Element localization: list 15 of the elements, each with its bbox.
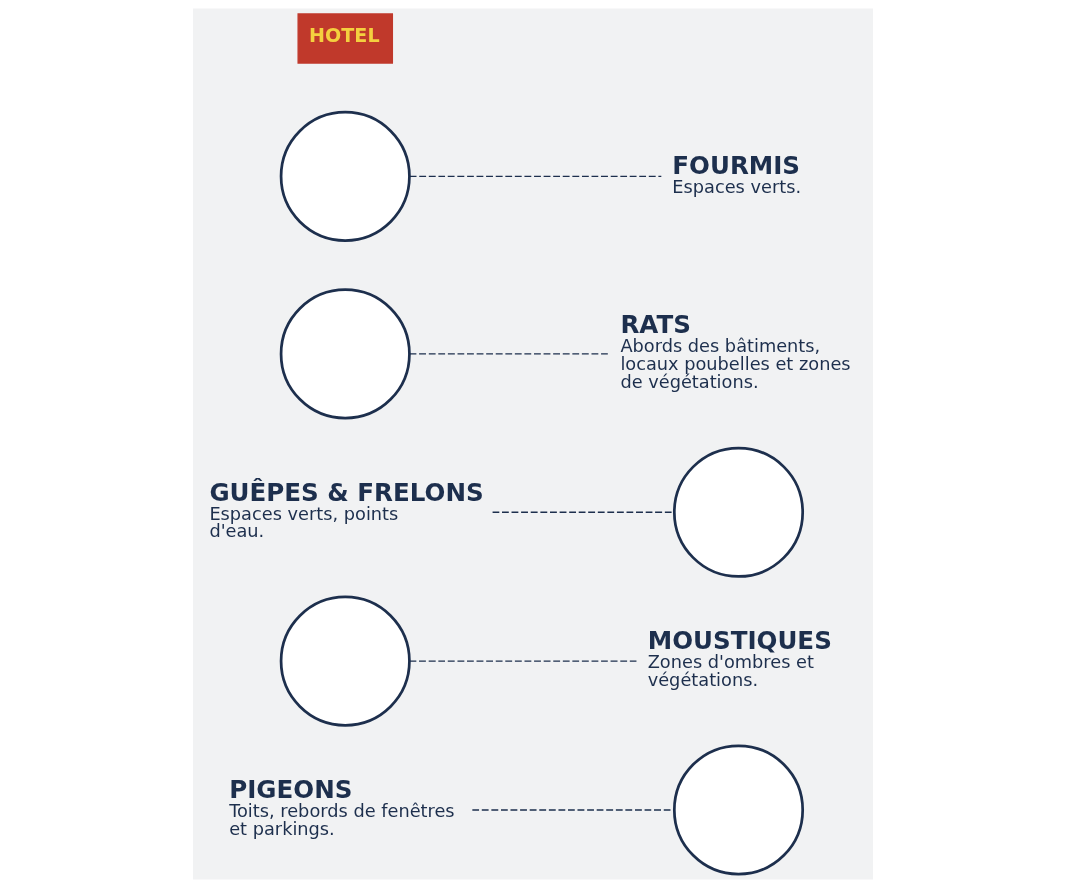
node-circle xyxy=(279,288,411,420)
connector xyxy=(409,353,610,355)
connector xyxy=(491,511,675,513)
node-circle xyxy=(672,744,805,876)
node-text: PIGEONS Toits, rebords de fenêtres et parkings. xyxy=(229,775,455,840)
node-circle xyxy=(279,595,411,727)
node-text: RATS Abords des bâtiments, locaux poubelles et zones de végétations. xyxy=(620,310,851,392)
node-circle xyxy=(279,110,411,242)
node-text: GUÊPES & FRELONS Espaces verts, points d'eau. xyxy=(209,477,484,542)
node-circle xyxy=(672,446,805,578)
node-text: MOUSTIQUES Zones d'ombres et végétations. xyxy=(647,626,832,691)
node-text: FOURMIS Espaces verts. xyxy=(672,150,802,197)
label: HOTEL xyxy=(309,24,380,48)
connector xyxy=(409,660,638,662)
connector xyxy=(409,175,662,178)
